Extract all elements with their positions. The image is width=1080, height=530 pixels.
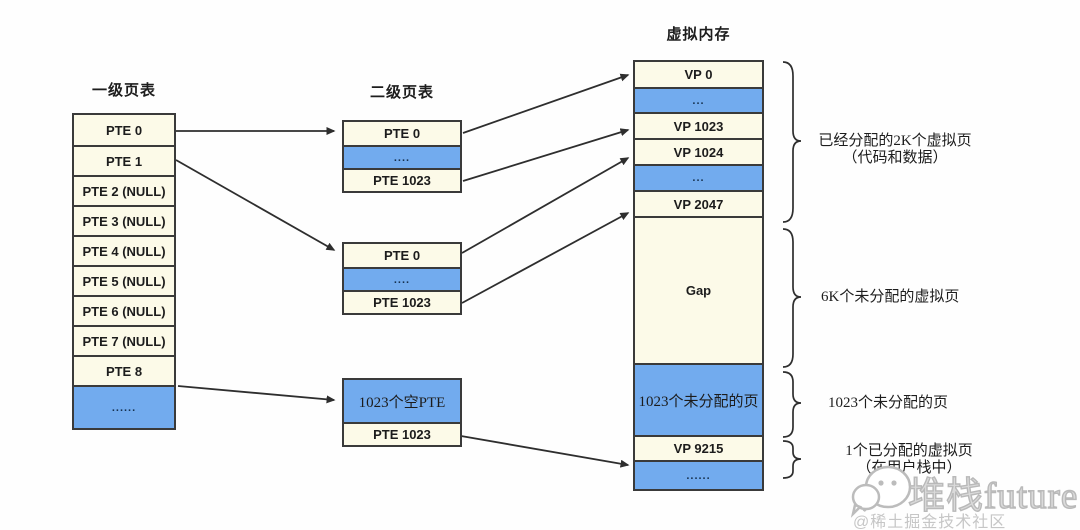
brace-unallocated-1023 [782,371,802,438]
l1-row-pte4: PTE 4 (NULL) [74,235,174,265]
brace-allocated-2k [782,61,802,223]
level1-table-title: 一级页表 [91,82,156,99]
arrow-tableb-pte1023-to-vp2047 [461,212,630,304]
watermark-credit: @稀土掘金技术社区 [853,514,1007,530]
l1-row-pte6: PTE 6 (NULL) [74,295,174,325]
level2-table-title: 二级页表 [369,84,434,101]
l1-row-pte1: PTE 1 [74,145,174,175]
annotation-unallocated-1023: 1023个未分配的页 [828,395,949,411]
vm-cell-vp2047: VP 2047 [635,190,762,216]
l1-row-pte7: PTE 7 (NULL) [74,325,174,355]
virtual-memory-column: VP 0 ... VP 1023 VP 1024 ... VP 2047 Gap… [633,60,764,491]
annotation-allocated-2k-line2: （代码和数据） [842,150,948,166]
l2a-row-pte0: PTE 0 [344,122,460,145]
l1-row-pte0: PTE 0 [74,115,174,145]
annotation-allocated-1-line1: 1个已分配的虚拟页 [845,443,973,459]
arrow-tablea-pte0-to-vp0 [462,73,630,134]
l2c-row-pte1023: PTE 1023 [344,422,460,445]
l2b-row-pte1023: PTE 1023 [344,290,460,313]
l1-row-pte8: PTE 8 [74,355,174,385]
annotation-allocated-2k-line1: 已经分配的2K个虚拟页 [818,133,972,149]
l2a-row-ellipsis: .... [344,145,460,168]
vm-cell-ellipsis-3: ...... [635,460,762,489]
level1-page-table: PTE 0 PTE 1 PTE 2 (NULL) PTE 3 (NULL) PT… [72,113,176,430]
level2-table-c: 1023个空PTE PTE 1023 [342,378,462,447]
level2-table-b: PTE 0 .... PTE 1023 [342,242,462,315]
vm-cell-gap: Gap [635,216,762,363]
vm-cell-vp9215: VP 9215 [635,435,762,460]
vm-cell-vp1023: VP 1023 [635,112,762,138]
arrow-tablec-pte1023-to-vp9215 [460,435,630,468]
watermark-brand: 堆栈future [907,475,1079,517]
l2b-row-pte0: PTE 0 [344,244,460,267]
brace-unallocated-6k [782,228,802,368]
vm-cell-unallocated-1023: 1023个未分配的页 [635,363,762,435]
arrow-tablea-pte1023-to-vp1023 [462,128,630,182]
annotation-unallocated-6k: 6K个未分配的虚拟页 [821,289,960,305]
level2-table-a: PTE 0 .... PTE 1023 [342,120,462,193]
arrow-pte1-to-table-b [175,159,336,251]
l2a-row-pte1023: PTE 1023 [344,168,460,191]
vm-cell-vp1024: VP 1024 [635,138,762,164]
l1-row-pte3: PTE 3 (NULL) [74,205,174,235]
brace-allocated-1 [782,440,802,479]
annotation-allocated-2k: 已经分配的2K个虚拟页 （代码和数据） [810,133,980,167]
arrow-tableb-pte0-to-vp1024 [461,157,630,254]
arrow-pte8-to-table-c [177,385,336,404]
l2c-row-empty-ptes: 1023个空PTE [344,380,460,422]
l1-row-ellipsis: ...... [74,385,174,428]
vm-cell-vp0: VP 0 [635,62,762,87]
l1-row-pte5: PTE 5 (NULL) [74,265,174,295]
virtual-memory-title: 虚拟内存 [666,26,731,43]
l2b-row-ellipsis: .... [344,267,460,290]
vm-cell-ellipsis-2: ... [635,164,762,190]
l1-row-pte2: PTE 2 (NULL) [74,175,174,205]
vm-cell-ellipsis-1: ... [635,87,762,112]
